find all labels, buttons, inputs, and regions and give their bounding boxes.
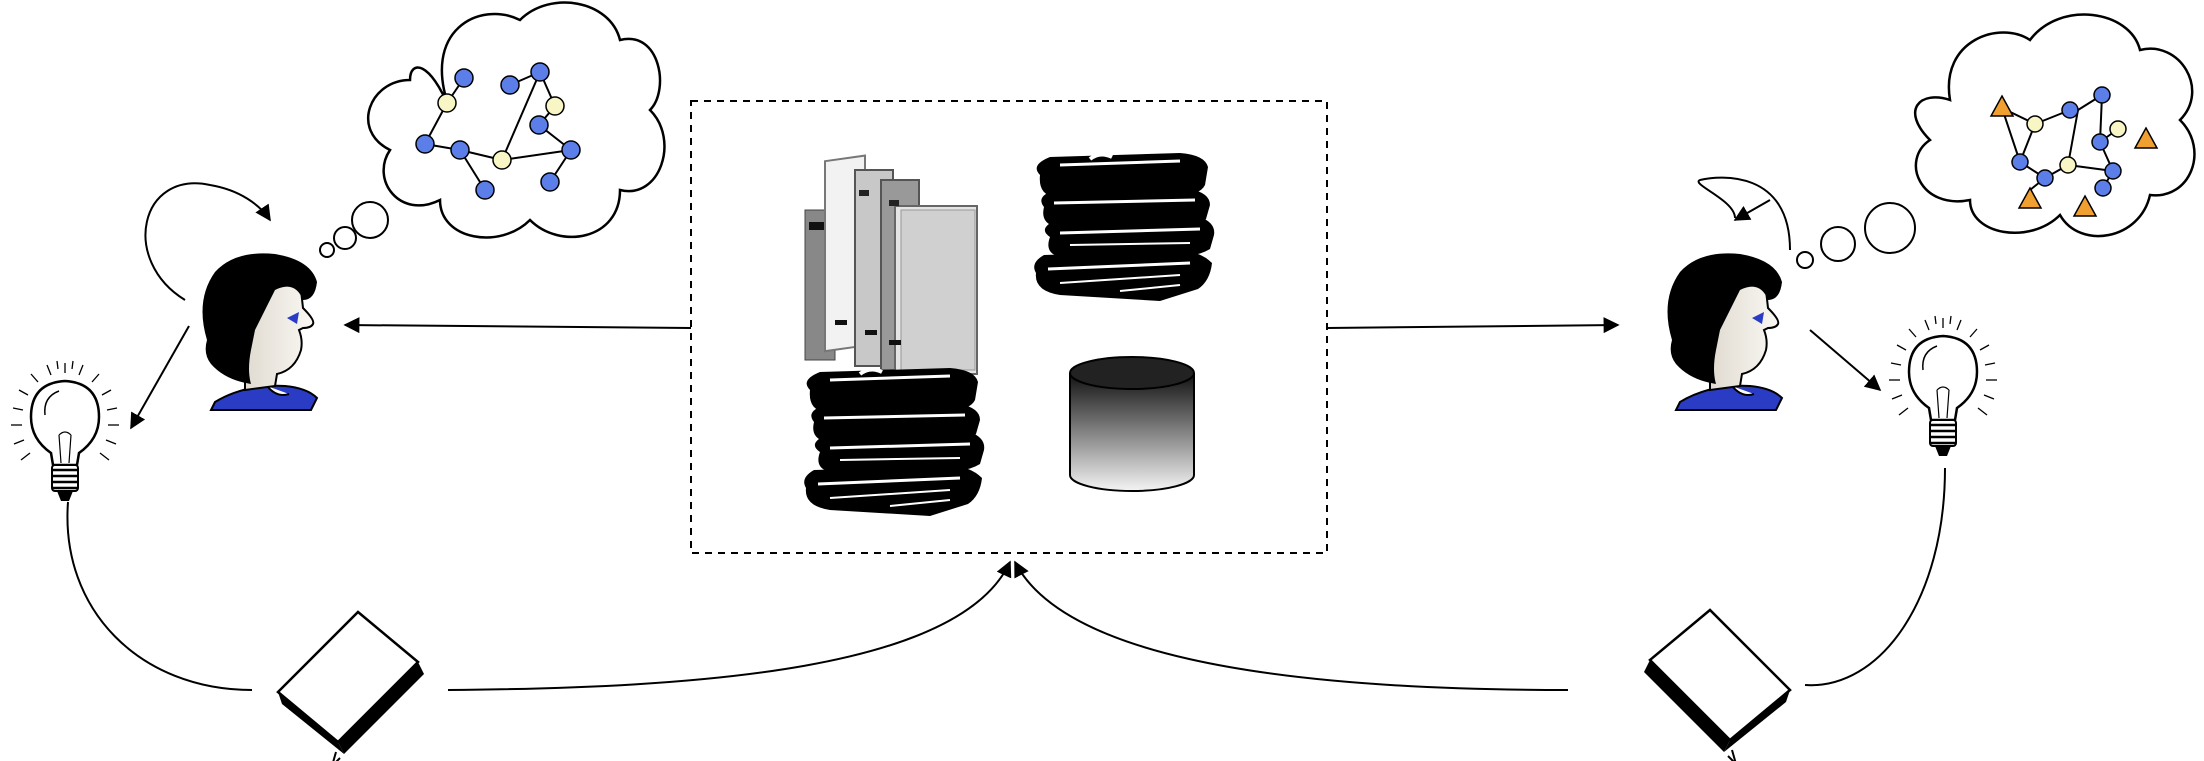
left-actor — [9, 1, 1012, 761]
concept-node — [561, 140, 581, 160]
concept-node — [2091, 133, 2109, 151]
person-icon — [1666, 252, 1783, 411]
reflection-loop-arrow — [144, 182, 271, 301]
concept-node — [450, 140, 470, 160]
idea-arrow — [1809, 329, 1882, 392]
concept-node — [2093, 86, 2111, 104]
book-stack-icon — [802, 366, 987, 518]
concept-triangle — [2072, 194, 2098, 217]
person-icon — [201, 252, 318, 411]
reflection-loop-arrow — [1697, 176, 1791, 251]
concept-node — [545, 96, 565, 116]
reflection-loop-arrowhead — [1733, 199, 1771, 221]
write-connector — [66, 501, 253, 691]
database-icon — [1069, 356, 1195, 492]
concept-node — [529, 115, 549, 135]
thought-cloud-icon — [1796, 13, 2196, 269]
right-knowledge-network — [1989, 86, 2159, 217]
binders-icon — [804, 154, 978, 375]
publish-arrow-right — [1014, 560, 1569, 691]
concept-node — [415, 134, 435, 154]
right-actor — [1014, 13, 2196, 761]
book-stack-icon — [1032, 151, 1217, 303]
publish-arrow-left — [447, 560, 1012, 691]
concept-node — [500, 75, 520, 95]
dashed-repository-border — [690, 100, 1328, 554]
lightbulb-icon — [1887, 314, 1999, 458]
concept-triangle — [2017, 186, 2043, 209]
concept-node — [540, 172, 560, 192]
concept-triangle — [1989, 94, 2015, 117]
book-icon — [276, 610, 426, 761]
book-icon — [1642, 608, 1792, 761]
concept-node — [2059, 156, 2077, 174]
read-arrow-right — [1326, 317, 1620, 334]
left-knowledge-network — [415, 62, 581, 200]
idea-arrow — [130, 325, 190, 430]
repository-box — [690, 100, 1328, 554]
thought-cloud-icon — [319, 1, 666, 258]
concept-node — [2011, 153, 2029, 171]
concept-node — [2094, 179, 2112, 197]
concept-node — [2026, 115, 2044, 133]
concept-node — [2036, 169, 2054, 187]
concept-node — [530, 62, 550, 82]
concept-node — [454, 68, 474, 88]
concept-node — [2061, 101, 2079, 119]
write-connector — [1804, 467, 1946, 687]
concept-node — [2109, 120, 2127, 138]
concept-node — [475, 180, 495, 200]
lightbulb-icon — [9, 359, 121, 503]
concept-node — [492, 150, 512, 170]
concept-node — [437, 93, 457, 113]
read-arrow-left — [343, 317, 692, 334]
concept-node — [2104, 162, 2122, 180]
concept-triangle — [2133, 126, 2159, 149]
